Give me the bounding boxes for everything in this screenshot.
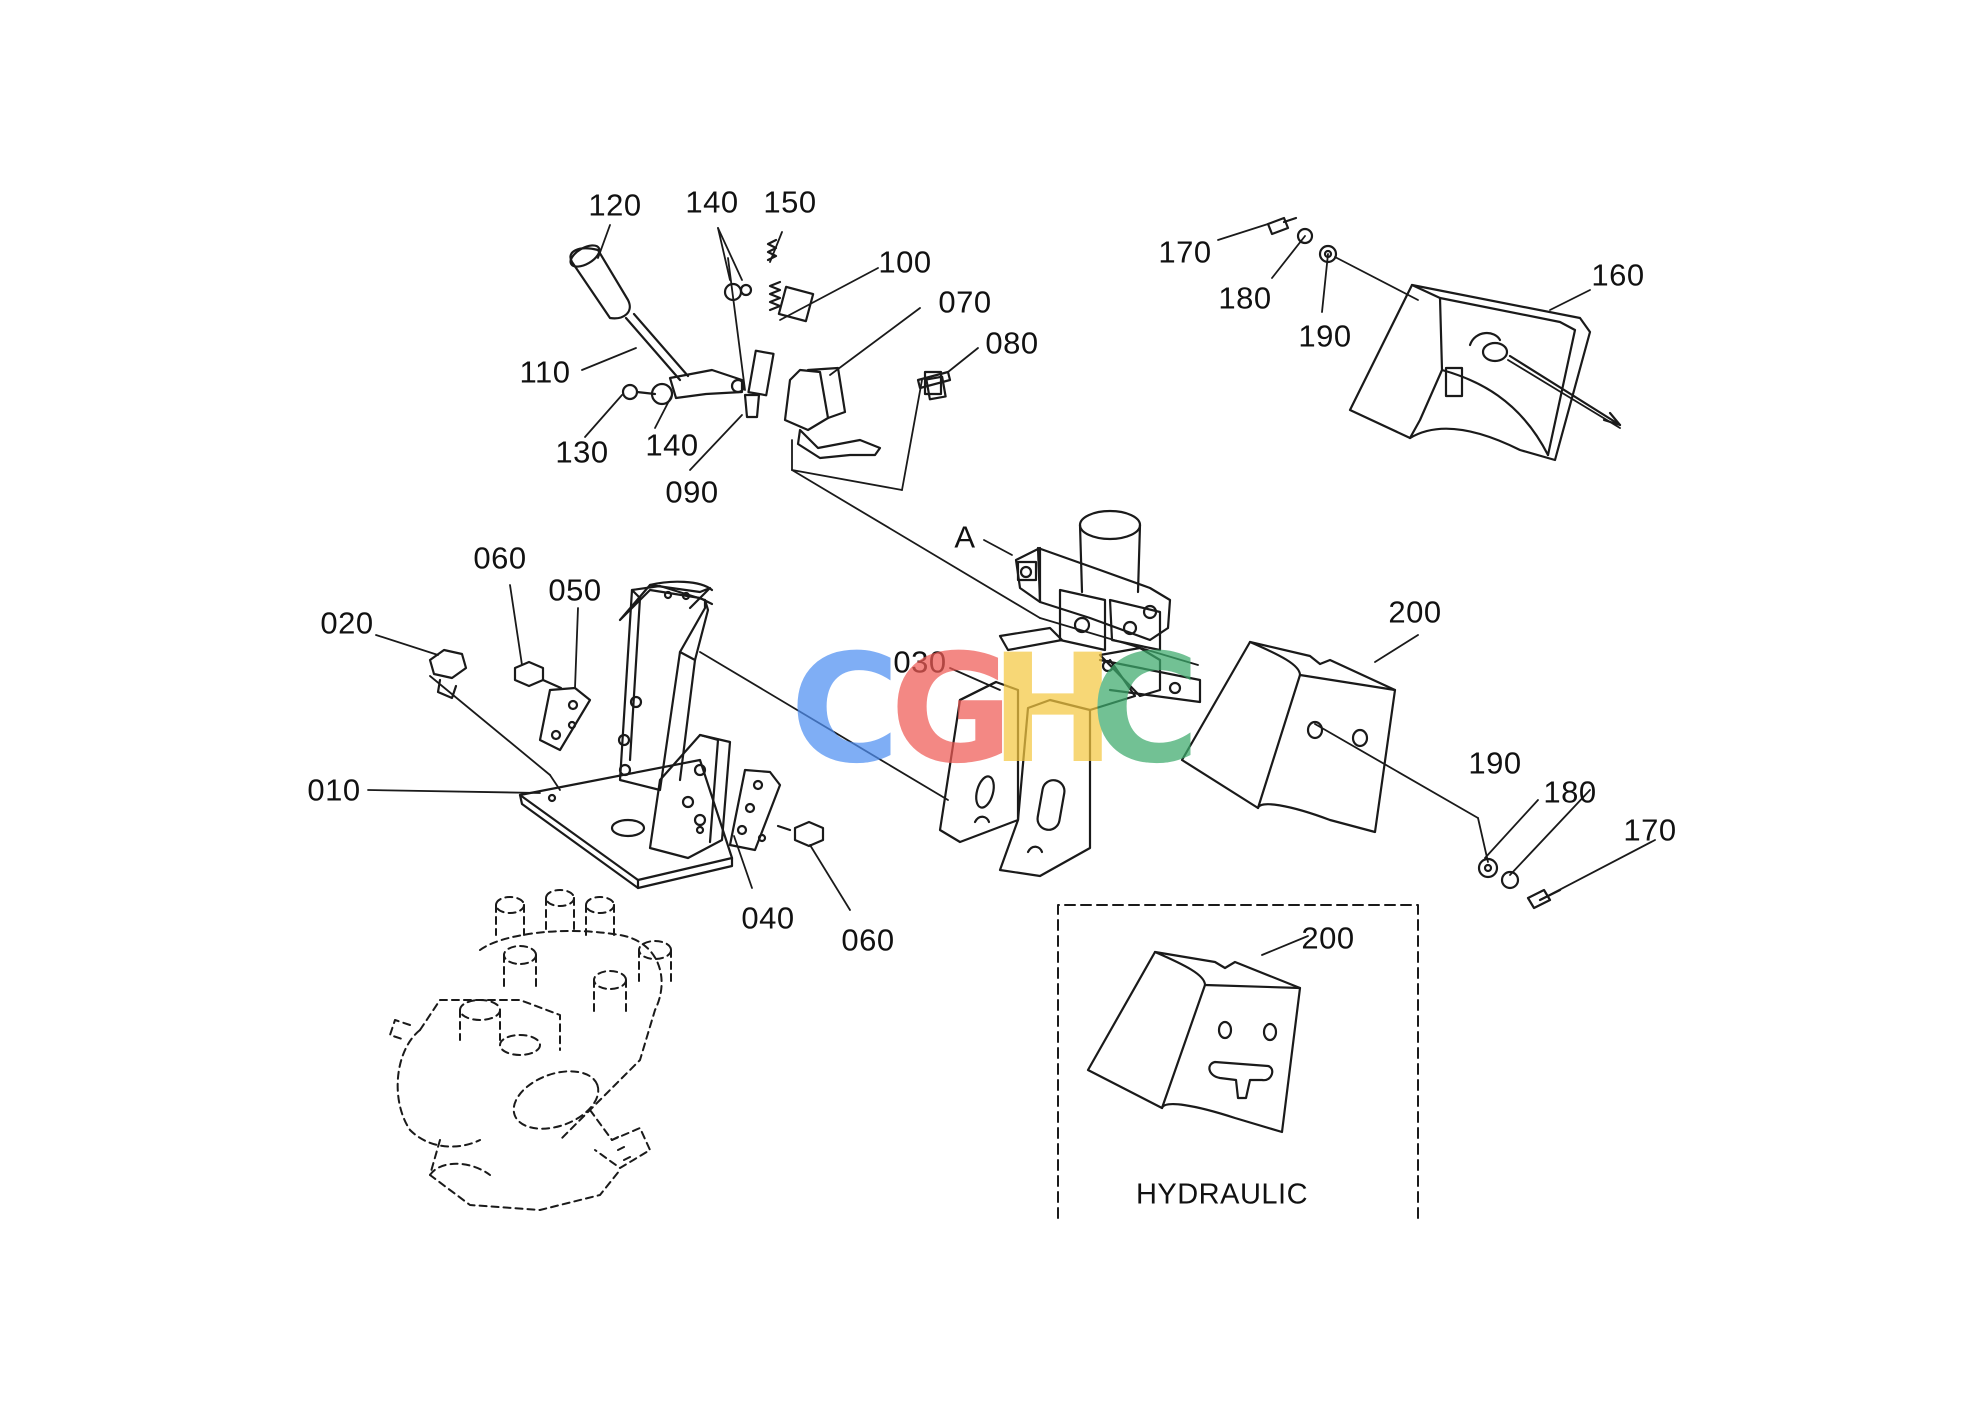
callout-160: 160 <box>1591 257 1645 293</box>
callout-060: 060 <box>841 922 895 958</box>
clamp-050 <box>538 686 592 752</box>
callout-110: 110 <box>519 354 571 390</box>
bolts <box>428 375 947 848</box>
hydraulic-inset-frame <box>1057 904 1419 1219</box>
callout-190: 190 <box>1468 745 1522 781</box>
callout-170: 170 <box>1158 234 1212 270</box>
callout-150: 150 <box>763 184 817 220</box>
callout-100: 100 <box>878 244 932 280</box>
callout-140: 140 <box>685 184 739 220</box>
watermark-logo: C G H C <box>790 623 1210 797</box>
bracket-plate-040 <box>648 733 732 860</box>
clamp-040 <box>728 768 782 852</box>
watermark-letter-2: G <box>890 623 1014 797</box>
steering-gearbox <box>389 889 672 1211</box>
callout-170: 170 <box>1623 812 1677 848</box>
callout-090: 090 <box>665 474 719 510</box>
callout-200: 200 <box>1301 920 1355 956</box>
callout-080: 080 <box>985 325 1039 361</box>
top-cover <box>1348 283 1622 462</box>
slide-brackets <box>938 658 1137 878</box>
callout-A: A <box>954 519 976 555</box>
callout-020: 020 <box>320 605 374 641</box>
screw-170-top <box>1266 216 1338 264</box>
callout-030: 030 <box>893 644 947 680</box>
side-cover <box>1180 640 1397 834</box>
callout-050: 050 <box>548 572 602 608</box>
detent-plate <box>777 285 952 460</box>
hydraulic-label: HYDRAULIC <box>1135 1178 1309 1211</box>
spring-rod <box>743 238 782 419</box>
callout-120: 120 <box>588 187 642 223</box>
callout-060: 060 <box>473 540 527 576</box>
callout-190: 190 <box>1298 318 1352 354</box>
bracket-base-plate <box>518 758 734 890</box>
lever-knob <box>569 244 753 406</box>
leader-lines <box>367 223 1656 956</box>
watermark-letter-4: C <box>1090 623 1201 797</box>
watermark-letter-1: C <box>790 623 901 797</box>
callout-040: 040 <box>741 900 795 936</box>
watermark-letter-3: H <box>990 623 1116 797</box>
callout-180: 180 <box>1218 280 1272 316</box>
column-support <box>998 509 1202 704</box>
callout-140: 140 <box>645 427 699 463</box>
callout-200: 200 <box>1388 594 1442 630</box>
callout-070: 070 <box>938 284 992 320</box>
screw-170-bottom <box>1477 857 1562 910</box>
callout-130: 130 <box>555 434 609 470</box>
callout-180: 180 <box>1543 774 1597 810</box>
bracket-uprights <box>617 580 714 792</box>
hydraulic-cover <box>1086 950 1302 1134</box>
callout-010: 010 <box>307 772 361 808</box>
